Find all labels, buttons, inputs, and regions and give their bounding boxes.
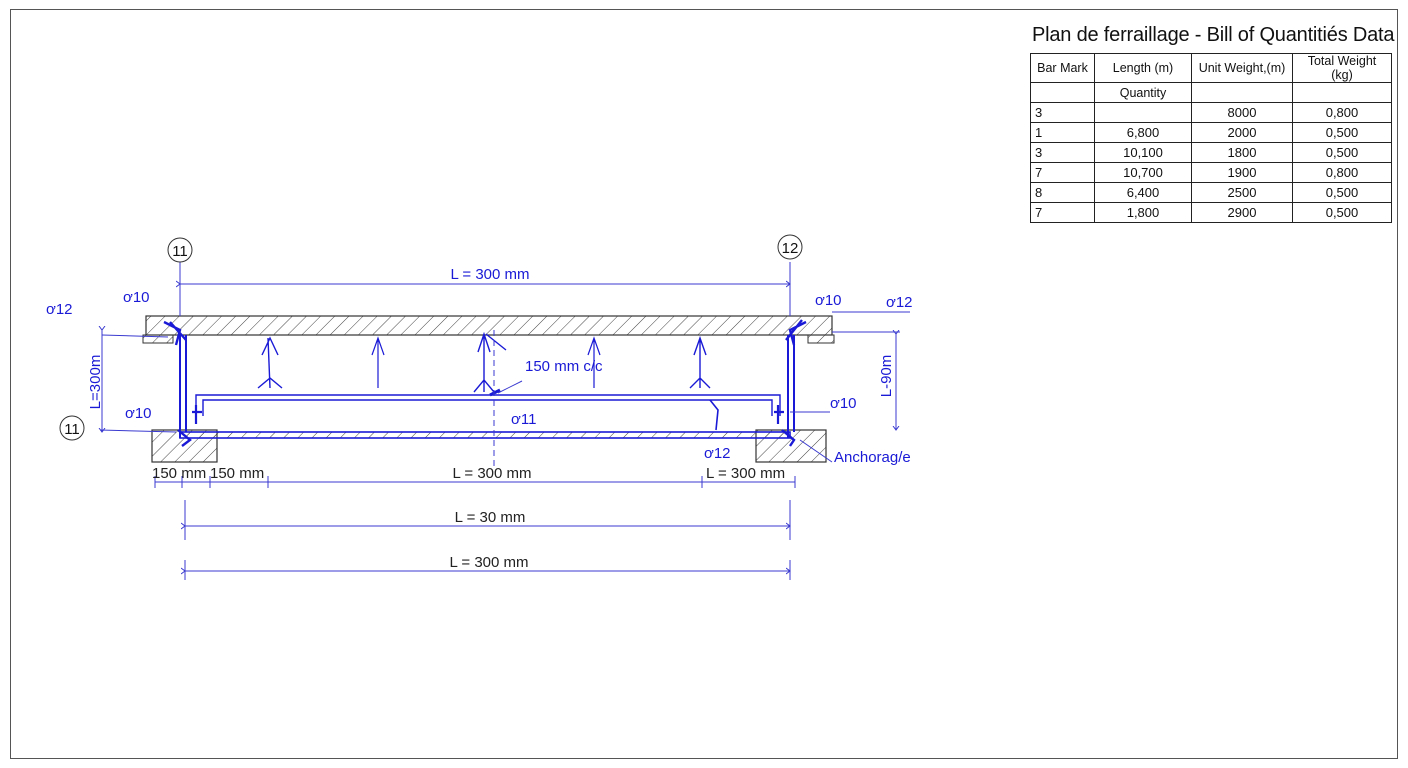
spacing-label: 150 mm c/c	[525, 358, 603, 375]
grid-left-label: 11	[172, 243, 188, 260]
bar-label-top-right-inner: ơ10	[815, 292, 842, 309]
top-dimension-label: L = 300 mm	[450, 266, 529, 283]
anchorage-label: Anchorag/e	[834, 449, 911, 466]
table-row: 7 10,700 1900 0,800	[1030, 162, 1392, 183]
right-height-label: L-90m	[878, 355, 895, 398]
slab-end-left	[142, 334, 174, 344]
grid-bubble-right: 12	[777, 234, 803, 260]
header-unit-weight: Unit Weight,(m)	[1191, 53, 1293, 83]
slab-end-right	[807, 334, 835, 344]
table-row: 8 6,400 2500 0,500	[1030, 182, 1392, 203]
dimension-lines	[154, 284, 796, 580]
header-total-weight: Total Weight (kg)	[1292, 53, 1392, 83]
table-row: 7 1,800 2900 0,500	[1030, 202, 1392, 223]
table-subheader-row: Quantity	[1030, 82, 1392, 103]
subheader-quantity: Quantity	[1094, 82, 1192, 103]
bar-label-right-lower: ơ10	[830, 395, 857, 412]
leader-lines	[100, 262, 910, 470]
table-row: 3 8000 0,800	[1030, 102, 1392, 123]
dim-overall-1-label: L = 30 mm	[455, 509, 526, 526]
bar-label-mid: ơ11	[511, 411, 536, 428]
rebar-cage	[163, 319, 807, 447]
table-header-row: Bar Mark Length (m) Unit Weight,(m) Tota…	[1030, 53, 1392, 83]
grid-bubble-left: 11	[167, 237, 193, 263]
grid-bottom-left-label: 11	[64, 421, 80, 438]
table-row: 1 6,800 2000 0,500	[1030, 122, 1392, 143]
left-height-label: L=300m	[87, 355, 104, 410]
header-length: Length (m)	[1094, 53, 1192, 83]
grid-bubble-bottom-left: 11	[59, 415, 85, 441]
bill-of-quantities-title: Plan de ferraillage - Bill of Quantitiés…	[1032, 24, 1395, 46]
bar-label-bottom-left: ơ10	[125, 405, 152, 422]
bar-label-top-right-outer: ơ12	[886, 294, 913, 311]
header-bar-mark: Bar Mark	[1030, 53, 1095, 83]
bill-of-quantities-table: Bar Mark Length (m) Unit Weight,(m) Tota…	[1030, 53, 1392, 223]
dim-bottom-right-label: L = 300 mm	[706, 465, 785, 482]
dim-bottom-mid-label: L = 300 mm	[452, 465, 531, 482]
concrete-slab	[145, 315, 833, 336]
dim-bottom-b-label: 150 mm	[210, 465, 264, 482]
table-row: 3 10,100 1800 0,500	[1030, 142, 1392, 163]
dim-bottom-a-label: 150 mm	[152, 465, 206, 482]
grid-right-label: 12	[782, 240, 799, 257]
dim-overall-2-label: L = 300 mm	[449, 554, 528, 571]
bar-label-top-left-outer: ơ12	[46, 301, 73, 318]
bar-label-bottom-right: ơ12	[704, 445, 731, 462]
bar-label-top-left-inner: ơ10	[123, 289, 150, 306]
